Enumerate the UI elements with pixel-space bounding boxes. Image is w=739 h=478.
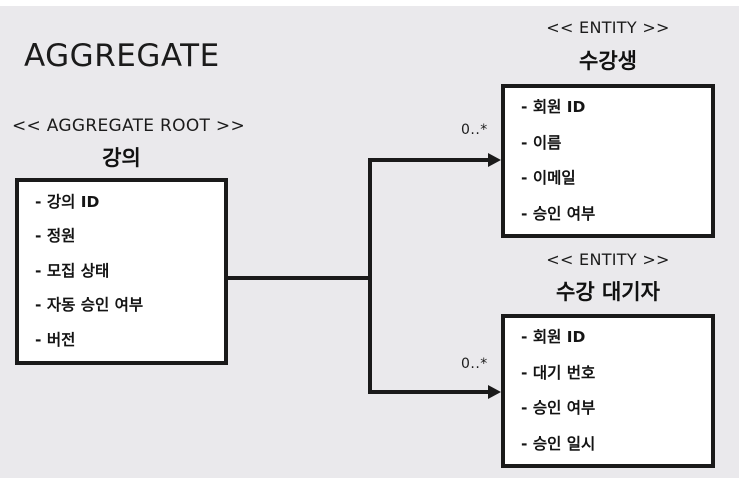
entity-waiting-name: 수강 대기자: [556, 280, 660, 304]
entity-waiting-stereotype: << ENTITY >>: [546, 250, 670, 269]
attribute-item: - 버전: [35, 330, 76, 349]
entity-student-name: 수강생: [579, 49, 637, 73]
connector-branch-student: [368, 158, 490, 162]
entity-waiting-attribute-list: - 회원 ID - 대기 번호 - 승인 여부 - 승인 일시: [505, 318, 711, 464]
entity-student-stereotype: << ENTITY >>: [546, 18, 670, 37]
attribute-item: - 회원 ID: [521, 328, 586, 346]
multiplicity-label-waiting: 0..*: [461, 356, 488, 372]
attribute-item: - 승인 여부: [521, 399, 596, 417]
connector-stem-horizontal: [228, 276, 372, 280]
attribute-item: - 정원: [35, 227, 76, 246]
attribute-item: - 이름: [521, 133, 562, 152]
attribute-item: - 승인 일시: [521, 434, 596, 453]
attribute-item: - 회원 ID: [521, 98, 586, 116]
attribute-item: - 대기 번호: [521, 363, 596, 382]
entity-student-attribute-list: - 회원 ID - 이름 - 이메일 - 승인 여부: [505, 88, 711, 234]
attribute-item: - 승인 여부: [521, 204, 596, 223]
attribute-item: - 강의 ID: [35, 192, 100, 211]
multiplicity-label-student: 0..*: [461, 122, 488, 138]
aggregate-root-name: 강의: [102, 146, 141, 170]
entity-student-box[interactable]: - 회원 ID - 이름 - 이메일 - 승인 여부: [501, 84, 715, 238]
connector-branch-waiting: [368, 390, 490, 394]
arrowhead-student-icon: [488, 153, 501, 167]
connector-trunk-vertical: [368, 158, 372, 394]
diagram-title: AGGREGATE: [24, 38, 220, 74]
attribute-item: - 자동 승인 여부: [35, 296, 144, 315]
attribute-item: - 이메일: [521, 169, 576, 187]
aggregate-root-attribute-list: - 강의 ID - 정원 - 모집 상태 - 자동 승인 여부 - 버전: [19, 182, 224, 361]
attribute-item: - 모집 상태: [35, 261, 110, 280]
arrowhead-waiting-icon: [488, 385, 501, 399]
aggregate-root-stereotype: << AGGREGATE ROOT >>: [12, 116, 245, 136]
entity-waiting-box[interactable]: - 회원 ID - 대기 번호 - 승인 여부 - 승인 일시: [501, 314, 715, 468]
aggregate-root-box[interactable]: - 강의 ID - 정원 - 모집 상태 - 자동 승인 여부 - 버전: [15, 178, 228, 365]
